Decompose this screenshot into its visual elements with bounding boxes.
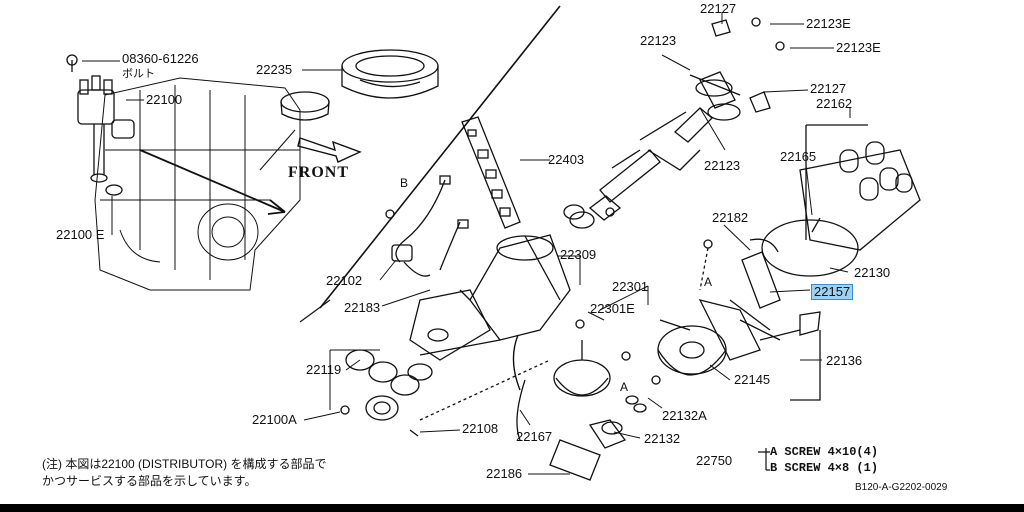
part-label-22165[interactable]: 22165 bbox=[780, 149, 817, 164]
footnote-line-1: (注) 本図は22100 (DISTRIBUTOR) を構成する部品で bbox=[42, 457, 327, 471]
shaft-assembly bbox=[588, 71, 741, 221]
lower-bracket bbox=[549, 375, 661, 481]
part-label-22127-top[interactable]: 22127 bbox=[700, 1, 737, 16]
washer-stack-22119 bbox=[345, 349, 433, 396]
part-label-22136[interactable]: 22136 bbox=[826, 353, 863, 368]
front-label: FRONT bbox=[288, 164, 349, 181]
gasket-22130 bbox=[761, 219, 859, 277]
part-label-22750[interactable]: 22750 bbox=[696, 453, 733, 468]
footnote: (注) 本図は22100 (DISTRIBUTOR) を構成する部品で かつサー… bbox=[42, 456, 326, 490]
part-label-22119[interactable]: 22119 bbox=[306, 362, 342, 377]
breaker-plate bbox=[657, 319, 727, 376]
footnote-line-2: かつサービスする部品を示しています。 bbox=[42, 474, 257, 488]
bottom-border bbox=[0, 504, 1024, 512]
ref-letter-a-lower: A bbox=[620, 380, 629, 394]
distributor-housing bbox=[409, 234, 571, 361]
oil-cap-22235 bbox=[341, 49, 439, 99]
contact-set bbox=[698, 239, 781, 361]
screw-legend: A SCREW 4×10(4) B SCREW 4×8 (1) bbox=[770, 444, 878, 476]
leader-lines bbox=[82, 12, 851, 475]
ref-letter-b: B bbox=[400, 176, 409, 190]
screw-b: B SCREW 4×8 (1) bbox=[770, 461, 879, 475]
part-label-22123E-top[interactable]: 22123E bbox=[806, 16, 851, 31]
part-label-22123-top[interactable]: 22123 bbox=[640, 33, 677, 48]
part-label-22100E[interactable]: 22100 E bbox=[56, 227, 105, 242]
part-label-22301E[interactable]: 22301E bbox=[590, 301, 635, 316]
distributor-assembly-small bbox=[66, 54, 135, 196]
part-label-22167[interactable]: 22167 bbox=[516, 429, 553, 444]
part-label-22403[interactable]: 22403 bbox=[548, 152, 585, 167]
part-label-22108[interactable]: 22108 bbox=[462, 421, 499, 436]
drive-gear bbox=[340, 395, 419, 437]
distributor-cap bbox=[799, 124, 921, 251]
part-label-22186[interactable]: 22186 bbox=[486, 466, 523, 481]
part-label-08360-61226[interactable]: 08360-61226 bbox=[122, 51, 199, 66]
diagram-code: B120-A-G2202-0029 bbox=[855, 482, 948, 493]
part-label-22102[interactable]: 22102 bbox=[326, 273, 363, 288]
part-label-22145[interactable]: 22145 bbox=[734, 372, 771, 387]
part-label-22132[interactable]: 22132 bbox=[644, 431, 681, 446]
part-label-22100[interactable]: 22100 bbox=[146, 92, 183, 107]
engine-arrow bbox=[139, 149, 286, 213]
part-label-22132A[interactable]: 22132A bbox=[662, 408, 707, 423]
part-label-22309[interactable]: 22309 bbox=[560, 247, 597, 262]
part-label-22182[interactable]: 22182 bbox=[712, 210, 749, 225]
part-label-22100A[interactable]: 22100A bbox=[252, 412, 297, 427]
part-label-22162[interactable]: 22162 bbox=[816, 96, 853, 111]
wire-harness bbox=[385, 175, 469, 277]
screw-a: A SCREW 4×10(4) bbox=[770, 445, 879, 459]
rotor-parts bbox=[695, 17, 785, 121]
front-arrow bbox=[297, 137, 362, 163]
part-label-22123-mid[interactable]: 22123 bbox=[704, 158, 741, 173]
part-label-22301[interactable]: 22301 bbox=[612, 279, 649, 294]
part-label-22235[interactable]: 22235 bbox=[256, 62, 293, 77]
vacuum-advance bbox=[553, 319, 631, 397]
engine-block-sketch bbox=[94, 77, 301, 291]
cap-round bbox=[280, 91, 330, 121]
part-label-22183[interactable]: 22183 bbox=[344, 300, 381, 315]
part-label-22157-highlighted[interactable]: 22157 bbox=[810, 284, 854, 300]
part-label-22130[interactable]: 22130 bbox=[854, 265, 891, 280]
section-divider bbox=[319, 5, 561, 309]
part-label-22123E-mid[interactable]: 22123E bbox=[836, 40, 881, 55]
cap-holder-strip-22403 bbox=[461, 116, 521, 229]
bolt-label-jp: ボルト bbox=[122, 68, 155, 80]
ref-letter-a-upper: A bbox=[704, 275, 713, 289]
part-label-22127-mid[interactable]: 22127 bbox=[810, 81, 847, 96]
condenser bbox=[741, 238, 781, 309]
